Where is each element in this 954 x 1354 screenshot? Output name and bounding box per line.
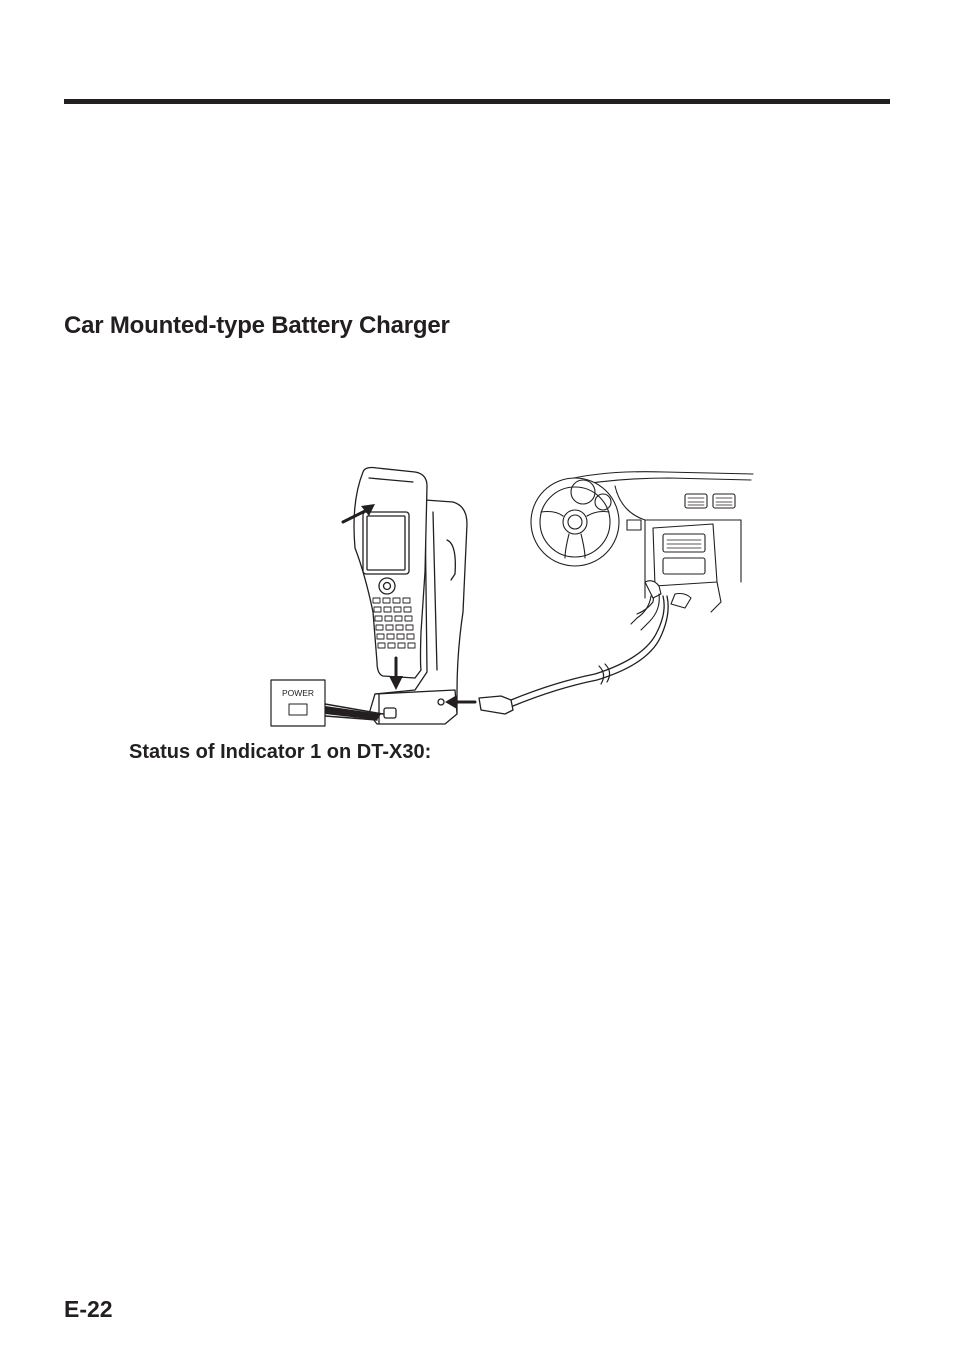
car-dashboard — [530, 471, 754, 631]
dc-jack — [437, 698, 445, 706]
section-heading: Car Mounted-type Battery Charger — [64, 312, 450, 339]
cradle-power-led — [383, 707, 397, 719]
power-callout-box — [270, 679, 326, 727]
terminal-dpad — [378, 577, 396, 595]
charger-illustration: POWER — [265, 462, 765, 737]
page-number: E-22 — [64, 1296, 113, 1322]
terminal-keypad — [372, 597, 416, 649]
plug-arrow — [445, 695, 477, 709]
status-heading: Status of Indicator 1 on DT-X30: — [129, 741, 432, 763]
terminal-screen — [362, 511, 410, 575]
power-label: POWER — [282, 688, 314, 698]
power-callout-leader — [324, 703, 384, 721]
down-arrow — [389, 656, 403, 690]
insert-arrow — [341, 504, 375, 524]
cradle-base — [368, 689, 458, 725]
top-rule — [64, 99, 890, 104]
cable-plug — [478, 695, 514, 715]
